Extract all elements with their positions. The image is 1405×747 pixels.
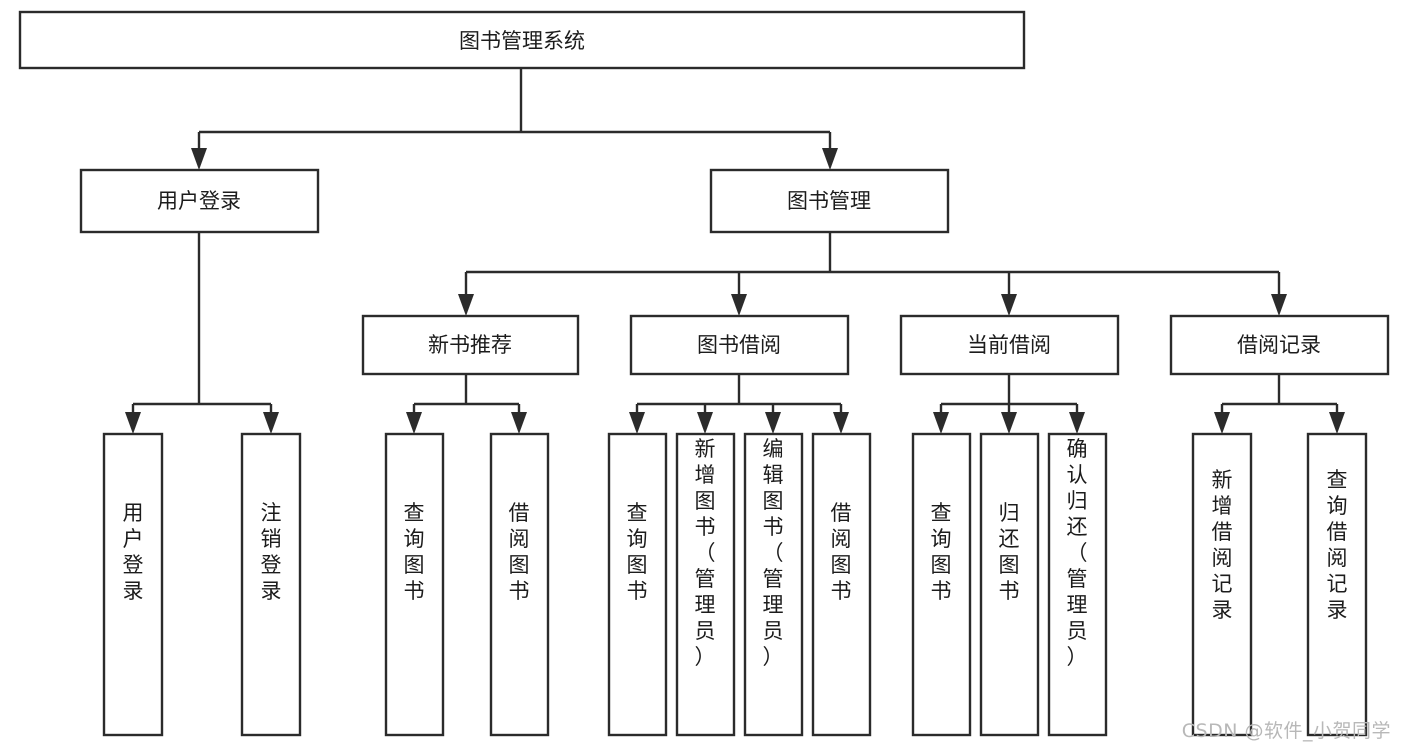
connectors-book-borrow-to-leaves <box>629 374 849 434</box>
leaf-borrow-book-1-label: 借阅图书 <box>509 501 530 603</box>
leaf-query-record-box[interactable] <box>1306 432 1368 737</box>
leaf-edit-book-box[interactable] <box>743 432 804 737</box>
leaf-return-book-label: 归还图书 <box>999 501 1020 603</box>
leaf-edit-book[interactable]: 编辑图书（管理员） <box>743 432 804 737</box>
arrow-to-new-book-recommend <box>458 294 474 316</box>
node-current-borrow[interactable]: 当前借阅 <box>899 314 1120 376</box>
leaf-add-record-label: 新增借阅记录 <box>1212 468 1233 622</box>
node-book-borrow-box[interactable] <box>629 314 850 376</box>
connectors-user-login-to-leaves <box>125 232 279 434</box>
node-user-login-label: 用户登录 <box>157 189 241 213</box>
leaf-query-book-1[interactable]: 查询图书 <box>384 432 445 737</box>
node-borrow-record[interactable]: 借阅记录 <box>1169 314 1390 376</box>
leaf-confirm-return-label: 确认归还（管理员） <box>1067 437 1088 669</box>
leaf-borrow-book-1-box[interactable] <box>489 432 550 737</box>
leaf-query-record-label: 查询借阅记录 <box>1327 468 1348 622</box>
node-borrow-record-label: 借阅记录 <box>1237 333 1321 357</box>
arrow-to-leaf-add-book <box>697 412 713 434</box>
leaf-query-book-1-box[interactable] <box>384 432 445 737</box>
node-root[interactable]: 图书管理系统 <box>18 10 1026 70</box>
leaf-user-login[interactable]: 用户登录 <box>102 432 164 737</box>
arrow-to-leaf-add-record <box>1214 412 1230 434</box>
leaf-borrow-book-2[interactable]: 借阅图书 <box>811 432 872 737</box>
leaf-return-book[interactable]: 归还图书 <box>979 432 1040 737</box>
arrow-to-leaf-edit-book <box>765 412 781 434</box>
node-new-book-recommend[interactable]: 新书推荐 <box>361 314 580 376</box>
connectors-root-to-level2 <box>191 68 838 170</box>
leaf-query-book-3-box[interactable] <box>911 432 972 737</box>
leaf-query-book-3[interactable]: 查询图书 <box>911 432 972 737</box>
node-book-borrow[interactable]: 图书借阅 <box>629 314 850 376</box>
node-current-borrow-box[interactable] <box>899 314 1120 376</box>
leaf-add-book-label: 新增图书（管理员） <box>695 437 716 669</box>
node-new-book-recommend-box[interactable] <box>361 314 580 376</box>
leaf-user-logout-box[interactable] <box>240 432 302 737</box>
arrow-to-leaf-query-book-2 <box>629 412 645 434</box>
leaf-query-book-2-box[interactable] <box>607 432 668 737</box>
connectors-new-book-to-leaves <box>406 374 527 434</box>
arrow-to-borrow-record <box>1271 294 1287 316</box>
node-book-manage-box[interactable] <box>709 168 950 234</box>
connectors-borrow-record-to-leaves <box>1214 374 1345 434</box>
arrow-to-current-borrow <box>1001 294 1017 316</box>
node-new-book-recommend-label: 新书推荐 <box>428 333 512 357</box>
leaf-user-login-box[interactable] <box>102 432 164 737</box>
arrow-to-leaf-borrow-book-1 <box>511 412 527 434</box>
node-user-login[interactable]: 用户登录 <box>79 168 320 234</box>
arrow-to-leaf-user-login <box>125 412 141 434</box>
node-book-manage[interactable]: 图书管理 <box>709 168 950 234</box>
arrow-to-leaf-query-record <box>1329 412 1345 434</box>
leaf-borrow-book-1[interactable]: 借阅图书 <box>489 432 550 737</box>
connectors-current-borrow-to-leaves <box>933 374 1085 434</box>
arrow-to-leaf-borrow-book-2 <box>833 412 849 434</box>
node-book-borrow-label: 图书借阅 <box>697 333 781 357</box>
leaf-user-logout[interactable]: 注销登录 <box>240 432 302 737</box>
leaf-confirm-return-box[interactable] <box>1047 432 1108 737</box>
leaf-add-record-box[interactable] <box>1191 432 1253 737</box>
node-current-borrow-label: 当前借阅 <box>967 333 1051 357</box>
leaf-query-book-2[interactable]: 查询图书 <box>607 432 668 737</box>
leaf-borrow-book-2-label: 借阅图书 <box>831 501 852 603</box>
node-borrow-record-box[interactable] <box>1169 314 1390 376</box>
csdn-watermark: CSDN @软件_小贺同学 <box>1181 720 1391 742</box>
node-root-box[interactable] <box>18 10 1026 70</box>
leaf-confirm-return[interactable]: 确认归还（管理员） <box>1047 432 1108 737</box>
arrow-to-leaf-return-book <box>1001 412 1017 434</box>
leaf-query-book-3-label: 查询图书 <box>931 501 952 603</box>
leaf-add-book-box[interactable] <box>675 432 736 737</box>
arrow-to-leaf-user-logout <box>263 412 279 434</box>
leaf-edit-book-label: 编辑图书（管理员） <box>763 437 784 669</box>
arrow-to-user-login <box>191 148 207 170</box>
leaf-query-book-1-label: 查询图书 <box>404 501 425 603</box>
leaf-add-book[interactable]: 新增图书（管理员） <box>675 432 736 737</box>
connectors-book-manage-to-level3 <box>458 232 1287 316</box>
leaf-borrow-book-2-box[interactable] <box>811 432 872 737</box>
node-root-label: 图书管理系统 <box>459 29 585 53</box>
leaf-add-record[interactable]: 新增借阅记录 <box>1191 432 1253 737</box>
leaf-query-record[interactable]: 查询借阅记录 <box>1306 432 1368 737</box>
arrow-to-leaf-query-book-1 <box>406 412 422 434</box>
leaf-return-book-box[interactable] <box>979 432 1040 737</box>
leaf-user-logout-label: 注销登录 <box>261 501 282 603</box>
leaf-query-book-2-label: 查询图书 <box>627 501 648 603</box>
leaf-user-login-label: 用户登录 <box>123 501 144 603</box>
arrow-to-leaf-confirm-return <box>1069 412 1085 434</box>
arrow-to-book-borrow <box>731 294 747 316</box>
arrow-to-leaf-query-book-3 <box>933 412 949 434</box>
arrow-to-book-manage <box>822 148 838 170</box>
node-user-login-box[interactable] <box>79 168 320 234</box>
node-book-manage-label: 图书管理 <box>787 189 871 213</box>
